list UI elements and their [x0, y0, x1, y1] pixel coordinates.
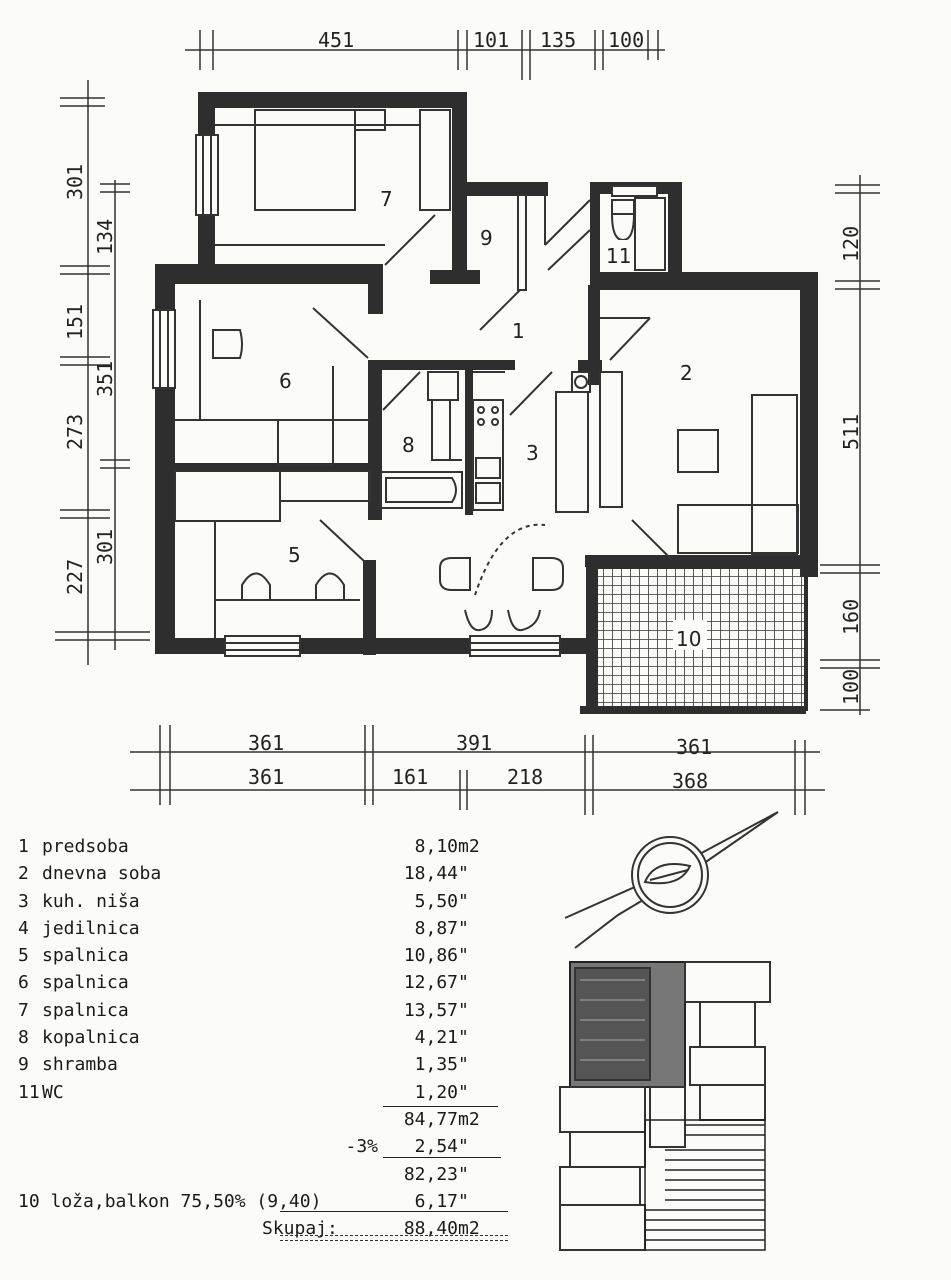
room-label-11: 11 [606, 244, 631, 268]
deduction-rule [383, 1157, 501, 1158]
bathroom-fixtures [379, 371, 463, 509]
dim-bottom2-1: 361 [248, 765, 284, 789]
dim-left-inner-2: 351 [93, 361, 117, 397]
kitchen-unit [472, 371, 591, 513]
dim-right-4: 100 [839, 669, 863, 705]
dimension-lines [55, 30, 880, 815]
room-label-8: 8 [402, 433, 415, 457]
sum-rule [383, 1106, 498, 1107]
dim-bottom1-3: 361 [676, 735, 712, 759]
dim-bottom1-2: 391 [456, 731, 492, 755]
living-room-furniture [599, 317, 799, 561]
balcony-row: 10 loža,balkon 75,50% (9,40)6,17" [18, 1190, 469, 1212]
dim-left-outer-2: 151 [63, 304, 87, 340]
after-deduction-row: 82,23" [403, 1163, 469, 1185]
dim-bottom2-4: 368 [672, 769, 708, 793]
dim-left-inner-1: 134 [93, 219, 117, 255]
dim-top-1: 451 [318, 28, 354, 52]
room-6-furniture [175, 300, 370, 466]
room-label-1: 1 [512, 319, 525, 343]
dim-top-2: 101 [473, 28, 509, 52]
dim-right-3: 160 [839, 599, 863, 635]
windows [152, 134, 658, 657]
deduction-row: -3%2,54" [345, 1136, 469, 1158]
dim-top-4: 100 [608, 28, 644, 52]
bed-room-7 [215, 109, 451, 266]
dim-bottom2-2: 161 [392, 765, 428, 789]
room-5-furniture [174, 470, 371, 638]
dim-left-outer-1: 301 [63, 164, 87, 200]
dining-table [439, 523, 564, 632]
total-double-underline [280, 1235, 508, 1241]
dim-right-2: 511 [839, 414, 863, 450]
site-plan-key [559, 961, 771, 1251]
dim-bottom2-3: 218 [507, 765, 543, 789]
room-label-3: 3 [526, 441, 539, 465]
room-label-9: 9 [480, 226, 493, 250]
room-label-10: 10 [676, 627, 701, 651]
room-label-7: 7 [380, 187, 393, 211]
pantry-and-wc [479, 194, 666, 331]
dim-left-outer-4: 227 [63, 559, 87, 595]
room-label-6: 6 [279, 369, 292, 393]
dim-left-outer-3: 273 [63, 414, 87, 450]
dim-bottom1-1: 361 [248, 731, 284, 755]
room-number-labels: 1 2 3 5 6 7 8 9 10 11 [279, 187, 707, 651]
dim-right-1: 120 [839, 226, 863, 262]
dim-left-inner-3: 301 [93, 529, 117, 565]
floor-plan: 451 101 135 100 301 151 273 227 134 351 … [55, 28, 880, 815]
total-rule [280, 1211, 508, 1212]
dim-top-3: 135 [540, 28, 576, 52]
stairs-icon [644, 1119, 766, 1251]
dimension-labels: 451 101 135 100 301 151 273 227 134 351 … [63, 28, 863, 793]
north-arrow-icon [564, 811, 779, 949]
room-label-5: 5 [288, 543, 301, 567]
room-label-2: 2 [680, 361, 693, 385]
